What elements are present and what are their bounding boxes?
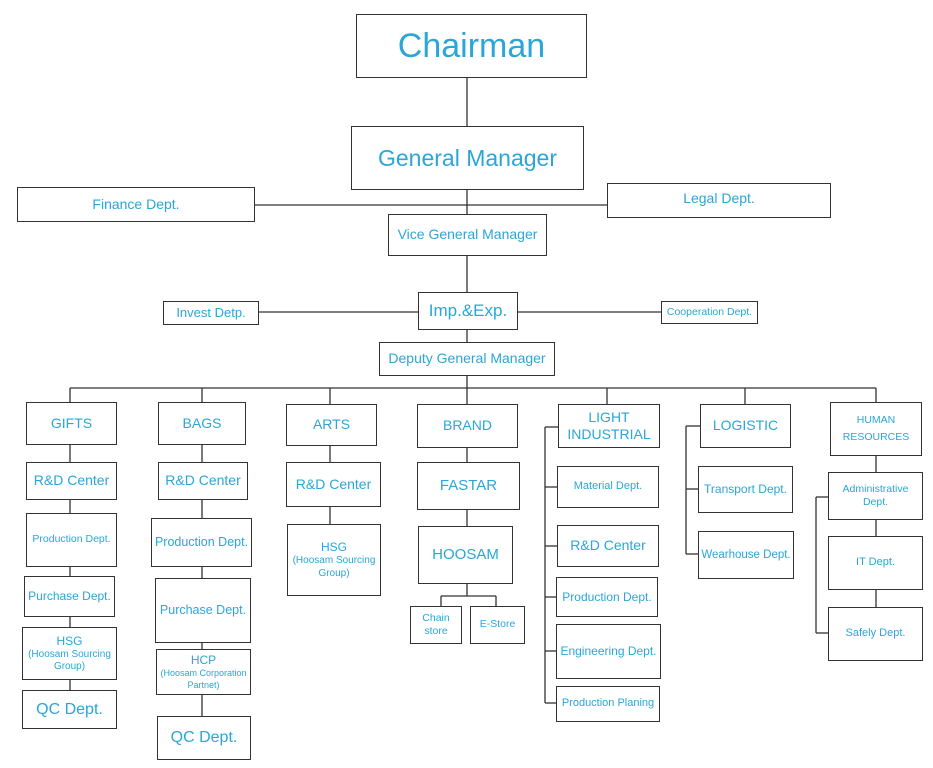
vice-general-manager-box: Vice General Manager [388,214,547,256]
administrative-dept-box: Administrative Dept. [828,472,923,520]
cooperation-dept-label: Cooperation Dept. [666,305,753,318]
gifts-label: GIFTS [50,415,93,431]
cooperation-dept-box: Cooperation Dept. [661,301,758,324]
gifts-rd-center-box: R&D Center [26,462,117,500]
chairman-box: Chairman [356,14,587,78]
legal-dept-box: Legal Dept. [607,183,831,218]
it-dept-label: IT Dept. [856,556,895,569]
vice-general-manager-label: Vice General Manager [397,226,538,243]
gifts-rd-center-label: R&D Center [33,472,110,489]
warehouse-dept-label: Wearhouse Dept. [701,548,791,561]
light-production-dept-label: Production Dept. [562,589,652,604]
bags-hcp-subtitle: (Hoosam Corporation Partnet) [160,668,247,690]
it-dept-box: IT Dept. [828,536,923,590]
logistic-box: LOGISTIC [700,404,791,448]
bags-production-dept-label: Production Dept. [154,534,249,549]
arts-hsg-subtitle: (Hoosam Sourcing Group) [292,555,376,579]
arts-hsg-box: HSG (Hoosam Sourcing Group) [287,524,381,596]
gifts-hsg-box: HSG (Hoosam Sourcing Group) [22,627,117,680]
warehouse-dept-box: Wearhouse Dept. [698,531,794,579]
gifts-qc-dept-label: QC Dept. [36,700,103,718]
production-planning-label: Production Planing [561,697,655,710]
gifts-box: GIFTS [26,402,117,445]
production-planning-box: Production Planing [556,686,660,722]
brand-box: BRAND [417,404,518,448]
chain-store-box: Chain store [410,606,462,644]
e-store-label: E-Store [479,618,516,631]
general-manager-label: General Manager [378,144,557,171]
light-industrial-box: LIGHT INDUSTRIAL [558,404,660,448]
transport-dept-label: Transport Dept. [704,482,787,496]
deputy-general-manager-label: Deputy General Manager [388,350,546,367]
material-dept-label: Material Dept. [573,480,643,493]
gifts-production-dept-label: Production Dept. [32,533,111,546]
deputy-general-manager-box: Deputy General Manager [379,342,555,376]
imp-exp-box: Imp.&Exp. [418,292,518,330]
invest-dept-label: Invest Detp. [176,304,246,320]
light-industrial-label-line2: INDUSTRIAL [567,426,651,442]
e-store-box: E-Store [470,606,525,644]
arts-box: ARTS [286,404,377,446]
administrative-dept-label: Administrative Dept. [842,482,909,508]
hoosam-label: HOOSAM [432,545,499,563]
invest-dept-box: Invest Detp. [163,301,259,325]
gifts-purchase-dept-label: Purchase Dept. [28,589,111,603]
logistic-label: LOGISTIC [712,417,779,434]
imp-exp-label: Imp.&Exp. [428,301,508,321]
bags-purchase-dept-label: Purchase Dept. [159,602,247,617]
safety-dept-box: Safely Dept. [828,607,923,661]
light-production-dept-box: Production Dept. [556,577,658,617]
bags-hcp-label: HCP [190,653,217,668]
arts-label: ARTS [312,416,351,433]
finance-dept-box: Finance Dept. [17,187,255,222]
bags-rd-center-box: R&D Center [158,462,248,500]
light-rd-center-label: R&D Center [570,537,646,554]
bags-hcp-box: HCP (Hoosam Corporation Partnet) [156,649,251,695]
bags-label: BAGS [182,414,222,431]
human-resources-label-line1: HUMAN [856,414,896,427]
fastar-label: FASTAR [439,476,498,494]
bags-qc-dept-label: QC Dept. [170,729,238,746]
gifts-hsg-label: HSG [56,633,83,648]
material-dept-box: Material Dept. [557,466,659,508]
bags-rd-center-label: R&D Center [165,472,241,489]
hoosam-box: HOOSAM [418,526,513,584]
legal-dept-label: Legal Dept. [683,190,755,206]
gifts-hsg-subtitle: (Hoosam Sourcing Group) [28,648,111,673]
bags-purchase-dept-box: Purchase Dept. [155,578,251,643]
engineering-dept-box: Engineering Dept. [556,624,661,679]
general-manager-box: General Manager [351,126,584,190]
arts-rd-center-box: R&D Center [286,462,381,507]
gifts-production-dept-box: Production Dept. [26,513,117,567]
finance-dept-label: Finance Dept. [92,195,180,212]
chairman-label: Chairman [397,26,546,65]
gifts-qc-dept-box: QC Dept. [22,690,117,729]
fastar-box: FASTAR [417,462,520,510]
arts-hsg-label: HSG [320,540,347,554]
human-resources-label-line2: RESOURCES [842,431,910,443]
engineering-dept-label: Engineering Dept. [560,644,657,658]
light-industrial-label-line1: LIGHT [588,408,630,425]
brand-label: BRAND [442,417,492,434]
bags-box: BAGS [158,402,246,445]
human-resources-box: HUMAN RESOURCES [830,402,922,456]
gifts-purchase-dept-box: Purchase Dept. [24,576,115,617]
safety-dept-label: Safely Dept. [845,627,906,640]
chain-store-label: Chain store [422,611,450,637]
bags-qc-dept-box: QC Dept. [157,716,251,760]
bags-production-dept-box: Production Dept. [151,518,252,567]
light-rd-center-box: R&D Center [557,525,659,567]
transport-dept-box: Transport Dept. [698,466,793,513]
arts-rd-center-label: R&D Center [295,475,372,492]
